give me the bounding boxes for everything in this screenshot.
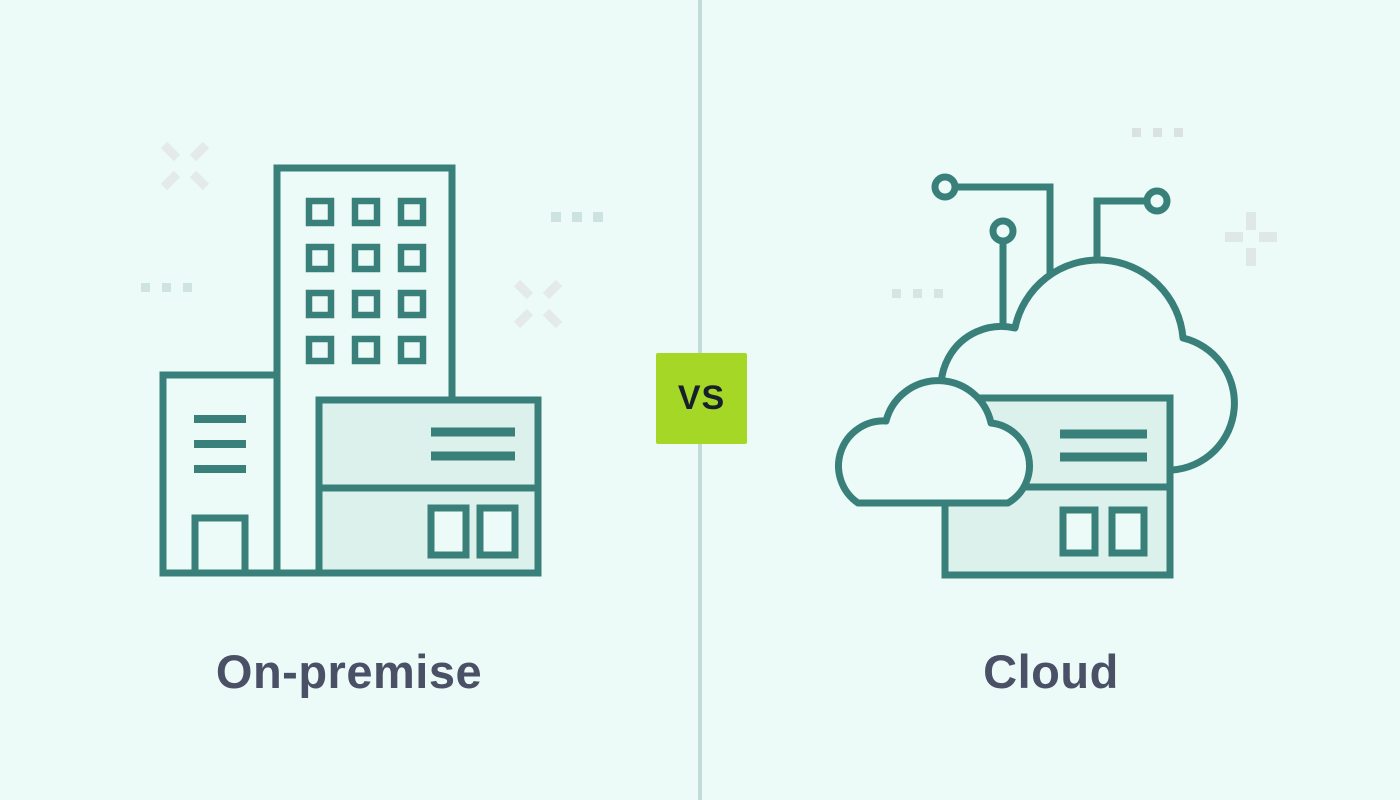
dots-decoration-icon — [1132, 128, 1183, 137]
circuit-node — [1143, 187, 1171, 215]
door — [191, 514, 249, 577]
circuit-lines — [931, 173, 1171, 327]
cloud-connected-server-icon — [835, 173, 1238, 579]
office-buildings-with-server-icon — [159, 164, 542, 577]
dots-decoration-icon — [551, 212, 603, 222]
small-cloud — [835, 377, 1033, 507]
tower-windows — [305, 197, 427, 365]
vs-badge: VS — [656, 353, 747, 444]
vs-badge-label: VS — [677, 379, 726, 417]
cloud-label: Cloud — [983, 645, 1119, 698]
server-unit — [315, 396, 542, 577]
cross-decoration-icon — [513, 279, 563, 329]
dots-decoration-icon — [892, 289, 943, 298]
cross-decoration-icon — [160, 141, 210, 191]
circuit-node — [931, 173, 959, 201]
on-premise-label: On-premise — [215, 645, 483, 698]
dots-decoration-icon — [141, 283, 192, 292]
plus-decoration-icon — [1225, 212, 1277, 266]
decorations — [141, 128, 1277, 329]
side-building-windows — [194, 415, 246, 473]
circuit-node — [989, 217, 1017, 245]
